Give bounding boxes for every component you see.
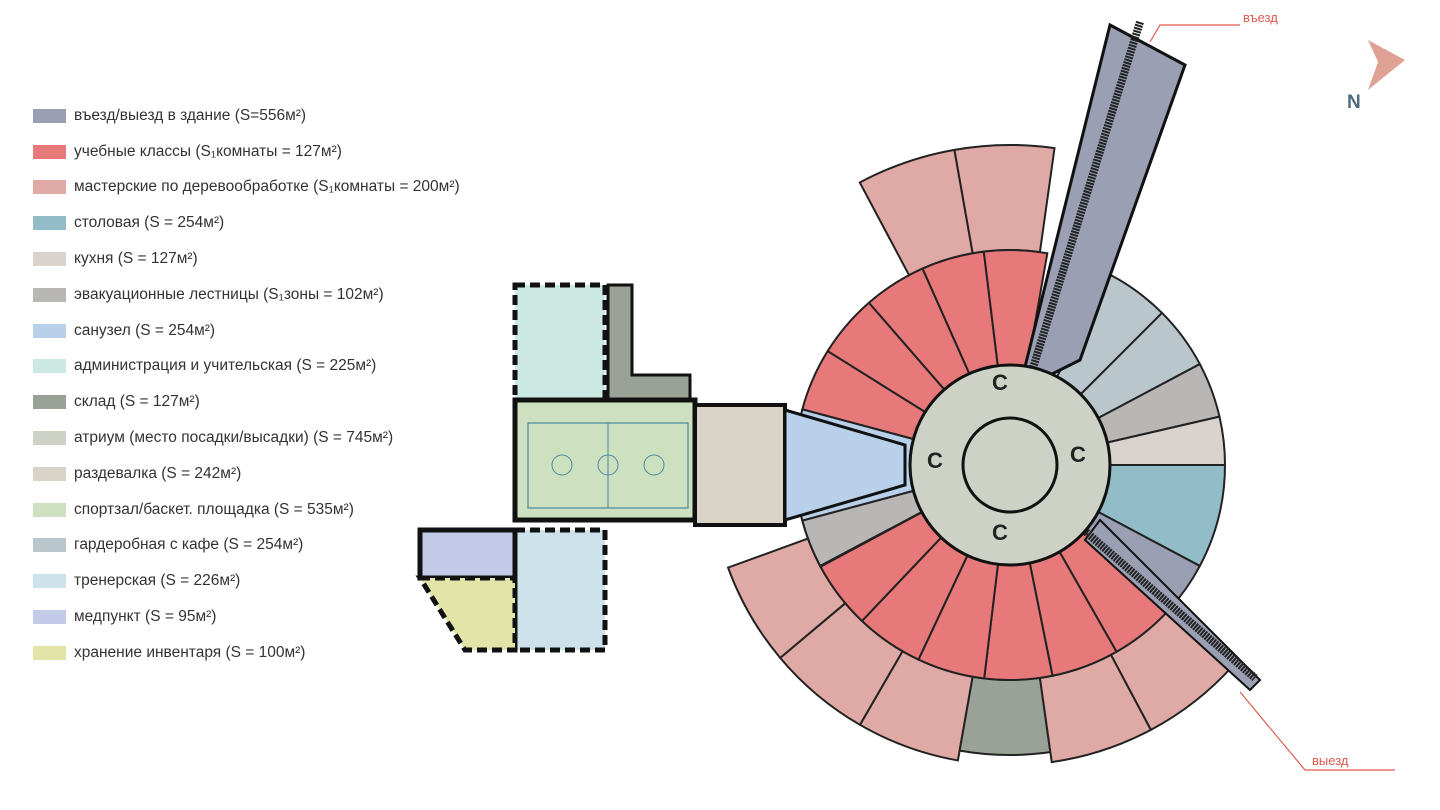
legend-label: спортзал/баскет. площадка (S = 535м²) [74,500,354,518]
legend-label: учебные классы (S₁комнаты = 127м²) [74,142,342,160]
legend-item: въезд/выезд в здание (S=556м²) [33,98,460,134]
legend-swatch [33,431,66,446]
entry-label: въезд [1243,10,1278,25]
court-key-right [643,454,665,476]
restroom-corridor [783,408,907,522]
legend-swatch [33,574,66,589]
spiral-stair-icon: C [927,448,943,473]
legend-label: мастерские по деревообработке (S₁комнаты… [74,178,460,196]
legend-item: кухня (S = 127м²) [33,241,460,277]
legend: въезд/выезд в здание (S=556м²) учебные кл… [33,98,460,671]
legend-label: гардеробная с кафе (S = 254м²) [74,536,304,554]
changing-room [693,403,787,527]
legend-swatch [33,502,66,517]
ramp-track [1016,20,1144,412]
legend-swatch [33,323,66,338]
legend-label: санузел (S = 254м²) [74,321,216,339]
legend-swatch [33,287,66,302]
legend-label: медпункт (S = 95м²) [74,608,217,626]
medical-room [417,527,518,581]
entry-arrow [1149,24,1240,43]
legend-label: администрация и учительская (S = 225м²) [74,357,377,375]
legend-label: раздевалка (S = 242м²) [74,464,242,482]
legend-swatch [33,144,66,159]
entry-ramp [1015,22,1187,399]
legend-swatch [33,180,66,195]
legend-swatch [33,216,66,231]
legend-label: въезд/выезд в здание (S=556м²) [74,106,307,124]
exit-label: выезд [1312,753,1349,768]
legend-item: раздевалка (S = 242м²) [33,456,460,492]
legend-swatch [33,538,66,553]
legend-item: медпункт (S = 95м²) [33,599,460,635]
legend-swatch [33,466,66,481]
spiral-stair-icon: C [1070,442,1086,467]
inventory-storage [415,575,518,653]
legend-label: кухня (S = 127м²) [74,250,198,268]
legend-swatch [33,645,66,660]
legend-label: тренерская (S = 226м²) [74,572,241,590]
legend-item: администрация и учительская (S = 225м²) [33,349,460,385]
atrium-ring [961,416,1059,514]
legend-item: эвакуационные лестницы (S₁зоны = 102м²) [33,277,460,313]
legend-item: склад (S = 127м²) [33,384,460,420]
court-center-circle [597,454,619,476]
legend-item: гардеробная с кафе (S = 254м²) [33,528,460,564]
ramp-track [967,428,1258,682]
north-label: N [1347,92,1361,113]
legend-label: столовая (S = 254м²) [74,214,225,232]
legend-swatch [33,108,66,123]
legend-item: спортзал/баскет. площадка (S = 535м²) [33,492,460,528]
legend-item: тренерская (S = 226м²) [33,563,460,599]
legend-label: атриум (место посадки/высадки) (S = 745м… [74,429,394,447]
legend-swatch [33,395,66,410]
exit-arrow [1239,691,1395,771]
spiral-stair-icon: C [992,370,1008,395]
legend-swatch [33,610,66,625]
trainer-room [512,527,608,653]
legend-label: хранение инвентаря (S = 100м²) [74,643,306,661]
legend-label: склад (S = 127м²) [74,393,200,411]
legend-item: атриум (место посадки/высадки) (S = 745м… [33,420,460,456]
workshop-room [953,144,1056,255]
compass-icon [1368,40,1405,90]
legend-label: эвакуационные лестницы (S₁зоны = 102м²) [74,285,384,303]
legend-item: хранение инвентаря (S = 100м²) [33,635,460,671]
legend-swatch [33,359,66,374]
legend-swatch [33,252,66,267]
legend-item: столовая (S = 254м²) [33,205,460,241]
storage-sector [958,675,1052,756]
spiral-stair-icon: C [992,520,1008,545]
legend-item: учебные классы (S₁комнаты = 127м²) [33,134,460,170]
admin-room [512,282,608,403]
atrium [908,363,1112,567]
legend-item: мастерские по деревообработке (S₁комнаты… [33,170,460,206]
legend-item: санузел (S = 254м²) [33,313,460,349]
court-key-left [551,454,573,476]
sports-hall [512,397,698,523]
storage-room [606,283,692,402]
